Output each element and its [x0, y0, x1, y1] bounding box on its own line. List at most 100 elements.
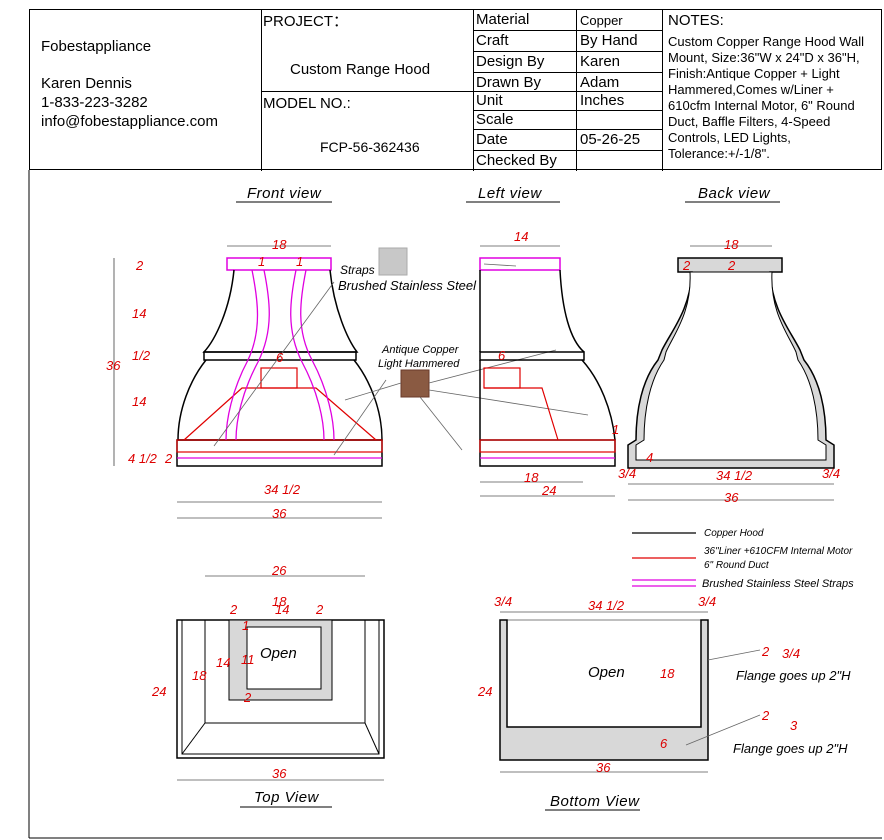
legend-item: Brushed Stainless Steel Straps [702, 578, 854, 590]
dim-label: 34 1/2 [264, 482, 301, 497]
dim-label: 3/4 [494, 594, 512, 609]
model-number: FCP-56-362436 [320, 139, 420, 155]
dim-label: 36 [106, 358, 121, 373]
legend-item: 36"Liner +610CFM Internal Motor [704, 546, 853, 557]
open-label: Open [588, 664, 625, 681]
dim-label: 4 1/2 [128, 451, 158, 466]
project-name: Custom Range Hood [290, 61, 431, 78]
dim-label: 11 [241, 652, 255, 667]
back-view: 18 2 2 4 3/4 34 1/2 3/4 36 [618, 237, 840, 505]
dim-label: 4 [646, 450, 653, 465]
straps-label: Straps [340, 263, 375, 277]
contact-phone: 1-833-223-3282 [41, 94, 148, 111]
copper-label: Antique Copper [381, 344, 460, 356]
top-view: Open 26 18 14 2 2 1 14 11 18 24 2 36 [151, 563, 385, 781]
dim-label: 2 [315, 602, 324, 617]
flange-note: Flange goes up 2"H [736, 668, 851, 683]
dim-label: 36 [724, 490, 739, 505]
top-view-title: Top View [254, 789, 320, 806]
dim-label: 6 [498, 348, 506, 363]
left-view: 14 6 18 24 1 [479, 229, 619, 498]
dim-label: 2 [761, 708, 770, 723]
open-label: Open [260, 645, 297, 662]
dim-label: 2 [229, 602, 238, 617]
bottom-view: Open 3/4 34 1/2 3/4 18 24 6 36 2 3/4 2 3… [477, 594, 851, 775]
straps-material-label: Brushed Stainless Steel [338, 278, 477, 293]
spec-key: Design By [476, 53, 545, 70]
dim-label: 3/4 [618, 466, 636, 481]
dim-label: 6 [276, 350, 284, 365]
dim-label: 1 [258, 254, 265, 269]
spec-value: 05-26-25 [580, 131, 641, 148]
dim-label: 18 [724, 237, 739, 252]
copper-finish-label: Light Hammered [378, 358, 460, 370]
dim-label: 3 [790, 718, 798, 733]
left-view-title: Left view [478, 185, 542, 202]
project-label: PROJECT： [263, 13, 349, 30]
dim-label: 14 [132, 394, 146, 409]
contact-email: info@fobestappliance.com [41, 113, 218, 130]
dim-label: 2 [727, 258, 736, 273]
legend: Copper Hood 36"Liner +610CFM Internal Mo… [632, 528, 854, 590]
contact-name: Karen Dennis [41, 75, 132, 92]
copper-swatch [400, 369, 430, 398]
company-name: Fobestappliance [41, 38, 152, 55]
front-view-title: Front view [247, 185, 322, 202]
bottom-view-title: Bottom View [550, 793, 640, 810]
spec-key: Material [476, 11, 530, 28]
spec-key: Checked By [476, 152, 557, 169]
spec-key: Craft [476, 32, 509, 49]
spec-value: Inches [580, 92, 625, 109]
dim-label: 34 1/2 [716, 468, 753, 483]
dim-label: 2 [135, 258, 144, 273]
dim-label: 18 [272, 594, 287, 609]
dim-label: 1 [612, 422, 619, 437]
legend-item: 6" Round Duct [704, 560, 770, 571]
notes-label: NOTES: [668, 12, 724, 29]
title-block: Fobestappliance Karen Dennis 1-833-223-3… [29, 9, 882, 171]
dim-label: 24 [477, 684, 492, 699]
dim-label: 14 [275, 602, 289, 617]
spec-value: Adam [580, 74, 620, 91]
dim-label: 18 [524, 470, 539, 485]
dim-label: 18 [660, 666, 675, 681]
dim-label: 3/4 [782, 646, 800, 661]
dim-label: 18 [272, 237, 287, 252]
dim-label: 34 1/2 [588, 598, 625, 613]
dim-label: 36 [272, 766, 287, 781]
dim-label: 24 [151, 684, 166, 699]
dim-label: 3/4 [698, 594, 716, 609]
dim-label: 6 [660, 736, 668, 751]
spec-value: By Hand [580, 32, 638, 49]
dim-label: 2 [243, 690, 252, 705]
dim-label: 36 [272, 506, 287, 521]
dim-label: 24 [541, 483, 556, 498]
spec-key: Drawn By [476, 74, 542, 91]
dim-label: 2 [761, 644, 770, 659]
dim-label: 3/4 [822, 466, 840, 481]
spec-key: Scale [476, 111, 514, 128]
dim-label: 2 [164, 451, 173, 466]
dim-label: 14 [514, 229, 528, 244]
back-view-title: Back view [698, 185, 771, 202]
spec-value: Karen [580, 53, 621, 70]
legend-item: Copper Hood [704, 528, 764, 539]
dim-label: 14 [216, 655, 230, 670]
dim-label: 14 [132, 306, 146, 321]
dim-label: 36 [596, 760, 611, 775]
dim-label: 1 [242, 618, 249, 633]
notes-text: Custom Copper Range Hood Wall Mount, Siz… [668, 34, 865, 161]
front-view: 18 2 1 1 14 1/2 36 14 4 1/2 2 6 34 1/2 3… [106, 237, 387, 521]
dim-label: 1 [296, 254, 303, 269]
dim-label: 18 [192, 668, 207, 683]
stainless-swatch [378, 247, 408, 276]
dim-label: 1/2 [132, 348, 151, 363]
spec-key: Unit [476, 92, 503, 109]
flange-note: Flange goes up 2"H [733, 741, 848, 756]
spec-key: Date [476, 131, 508, 148]
dim-label: 26 [271, 563, 287, 578]
spec-value: Copper [580, 13, 623, 28]
dim-label: 2 [682, 258, 691, 273]
